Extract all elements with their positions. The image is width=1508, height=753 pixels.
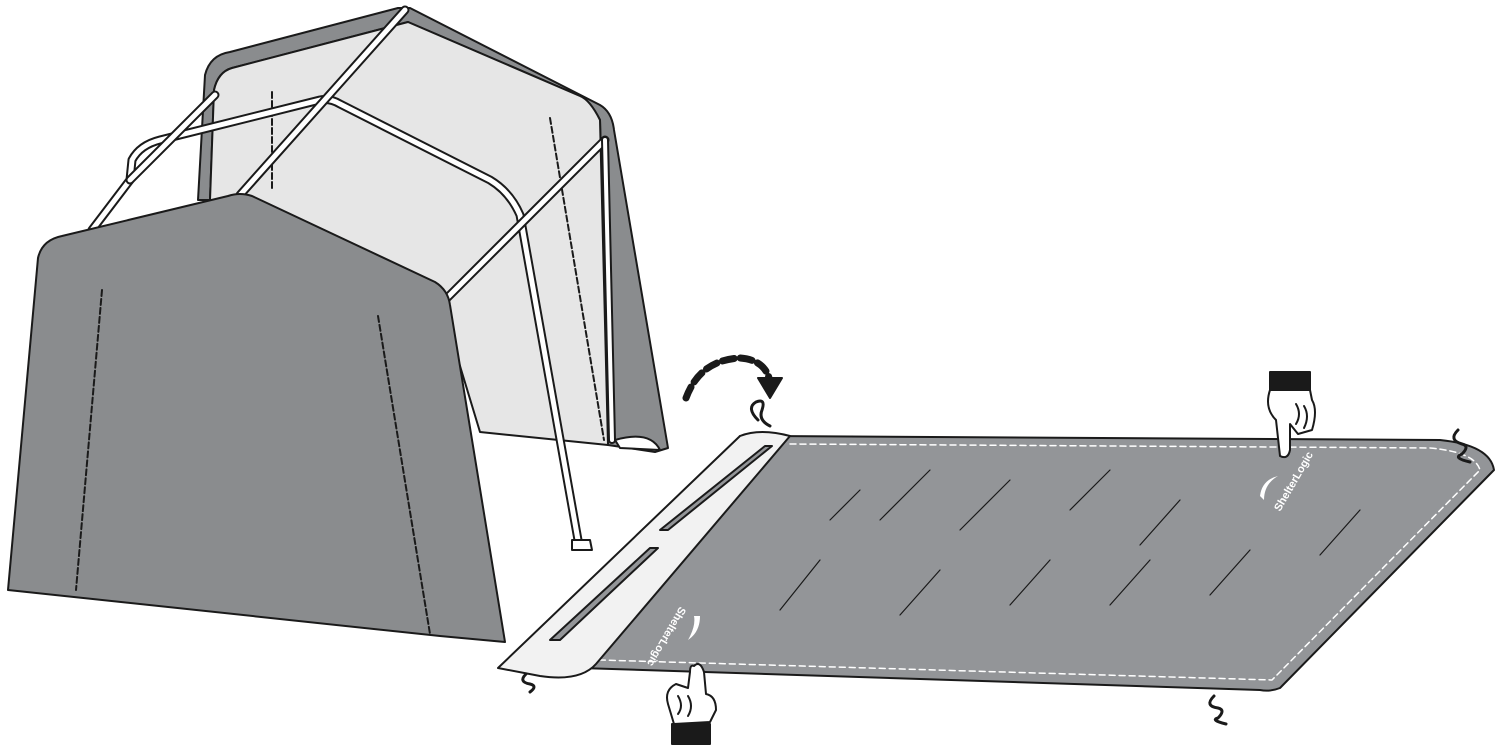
curved-arrow-icon bbox=[686, 358, 782, 398]
hand-pointing-up-icon bbox=[667, 664, 716, 744]
